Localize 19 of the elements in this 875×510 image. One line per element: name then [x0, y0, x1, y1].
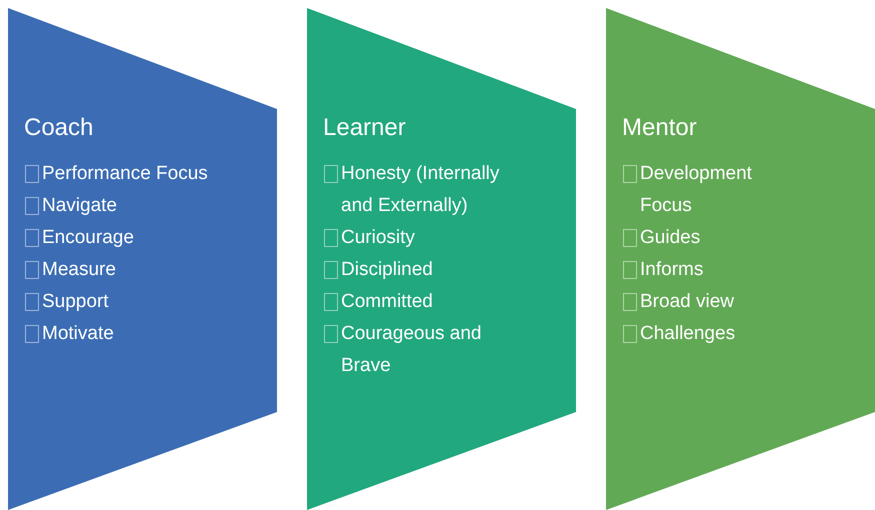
list-item: Support — [42, 290, 110, 314]
list-item: Informs — [640, 258, 704, 282]
list-item: Courageous and Brave — [341, 322, 482, 378]
column-heading: Mentor — [622, 113, 697, 143]
list-item: Navigate — [42, 194, 118, 218]
list-item: Performance Focus — [42, 162, 209, 186]
list-item: Challenges — [640, 322, 736, 346]
list-item: Encourage — [42, 226, 135, 250]
list-item: Broad view — [640, 290, 735, 314]
list-item: Guides — [640, 226, 702, 250]
list-item: Disciplined — [341, 258, 434, 282]
list-item: Honesty (Internally and Externally) — [341, 162, 500, 218]
list-item: Development Focus — [640, 162, 753, 218]
column-heading: Coach — [24, 113, 94, 143]
list-item: Committed — [341, 290, 434, 314]
list-item: Curiosity — [341, 226, 416, 250]
list-item: Measure — [42, 258, 117, 282]
list-item: Motivate — [42, 322, 115, 346]
column-heading: Learner — [323, 113, 406, 143]
